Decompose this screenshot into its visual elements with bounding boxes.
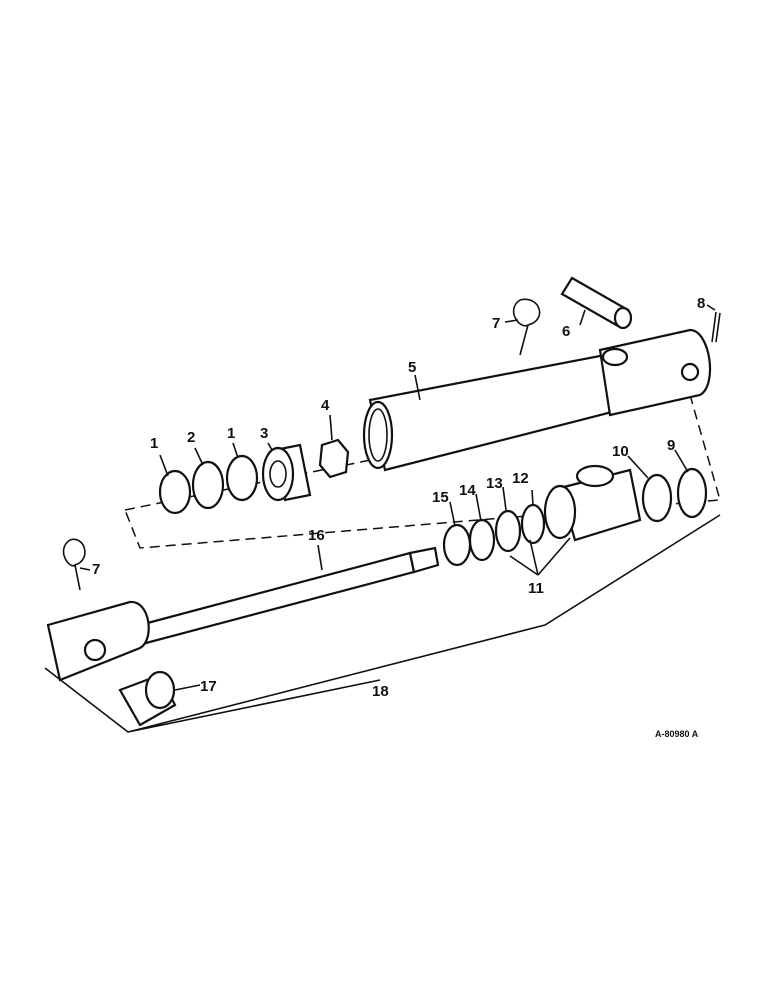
ring-13 <box>494 509 522 553</box>
callout-14: 14 <box>459 482 476 499</box>
ring-15 <box>442 523 472 567</box>
callout-4: 4 <box>321 397 330 414</box>
pin-6 <box>560 276 633 330</box>
callout-13: 13 <box>486 475 503 492</box>
callout-15: 15 <box>432 489 449 506</box>
callout-3: 3 <box>260 425 268 442</box>
callout-10: 10 <box>612 443 629 460</box>
piston-3 <box>261 443 312 502</box>
assembly-bracket-18 <box>44 514 721 733</box>
ring-14 <box>468 518 496 562</box>
drawing-code: A-80980 A <box>655 729 699 739</box>
callout-2: 2 <box>187 429 195 446</box>
callout-5: 5 <box>408 359 416 376</box>
callout-9: 9 <box>667 437 675 454</box>
hair-pin-7 <box>512 298 541 356</box>
pin-17 <box>118 670 177 727</box>
callout-1: 1 <box>227 425 235 442</box>
callout-8: 8 <box>697 295 705 312</box>
cotter-pin-8 <box>711 311 721 343</box>
callout-7: 7 <box>92 561 100 578</box>
leader-lines <box>79 304 716 691</box>
callout-6: 6 <box>562 323 570 340</box>
hair-pin-7 <box>62 538 86 591</box>
callout-12: 12 <box>512 470 529 487</box>
ring-1 <box>158 469 192 515</box>
nut-4 <box>318 438 350 479</box>
piston-rod <box>46 546 440 682</box>
ring-2 <box>191 460 225 510</box>
ring-12 <box>520 503 546 545</box>
gland-housing <box>543 464 642 542</box>
callout-16: 16 <box>308 527 325 544</box>
cylinder-barrel <box>362 328 712 472</box>
callout-18: 18 <box>372 683 389 700</box>
callout-17: 17 <box>200 678 217 695</box>
callout-11: 11 <box>528 580 544 597</box>
callout-7: 7 <box>492 315 500 332</box>
callout-1: 1 <box>150 435 158 452</box>
ring-9 <box>676 467 708 519</box>
ring-10 <box>641 473 673 523</box>
ring-1 <box>225 454 259 502</box>
